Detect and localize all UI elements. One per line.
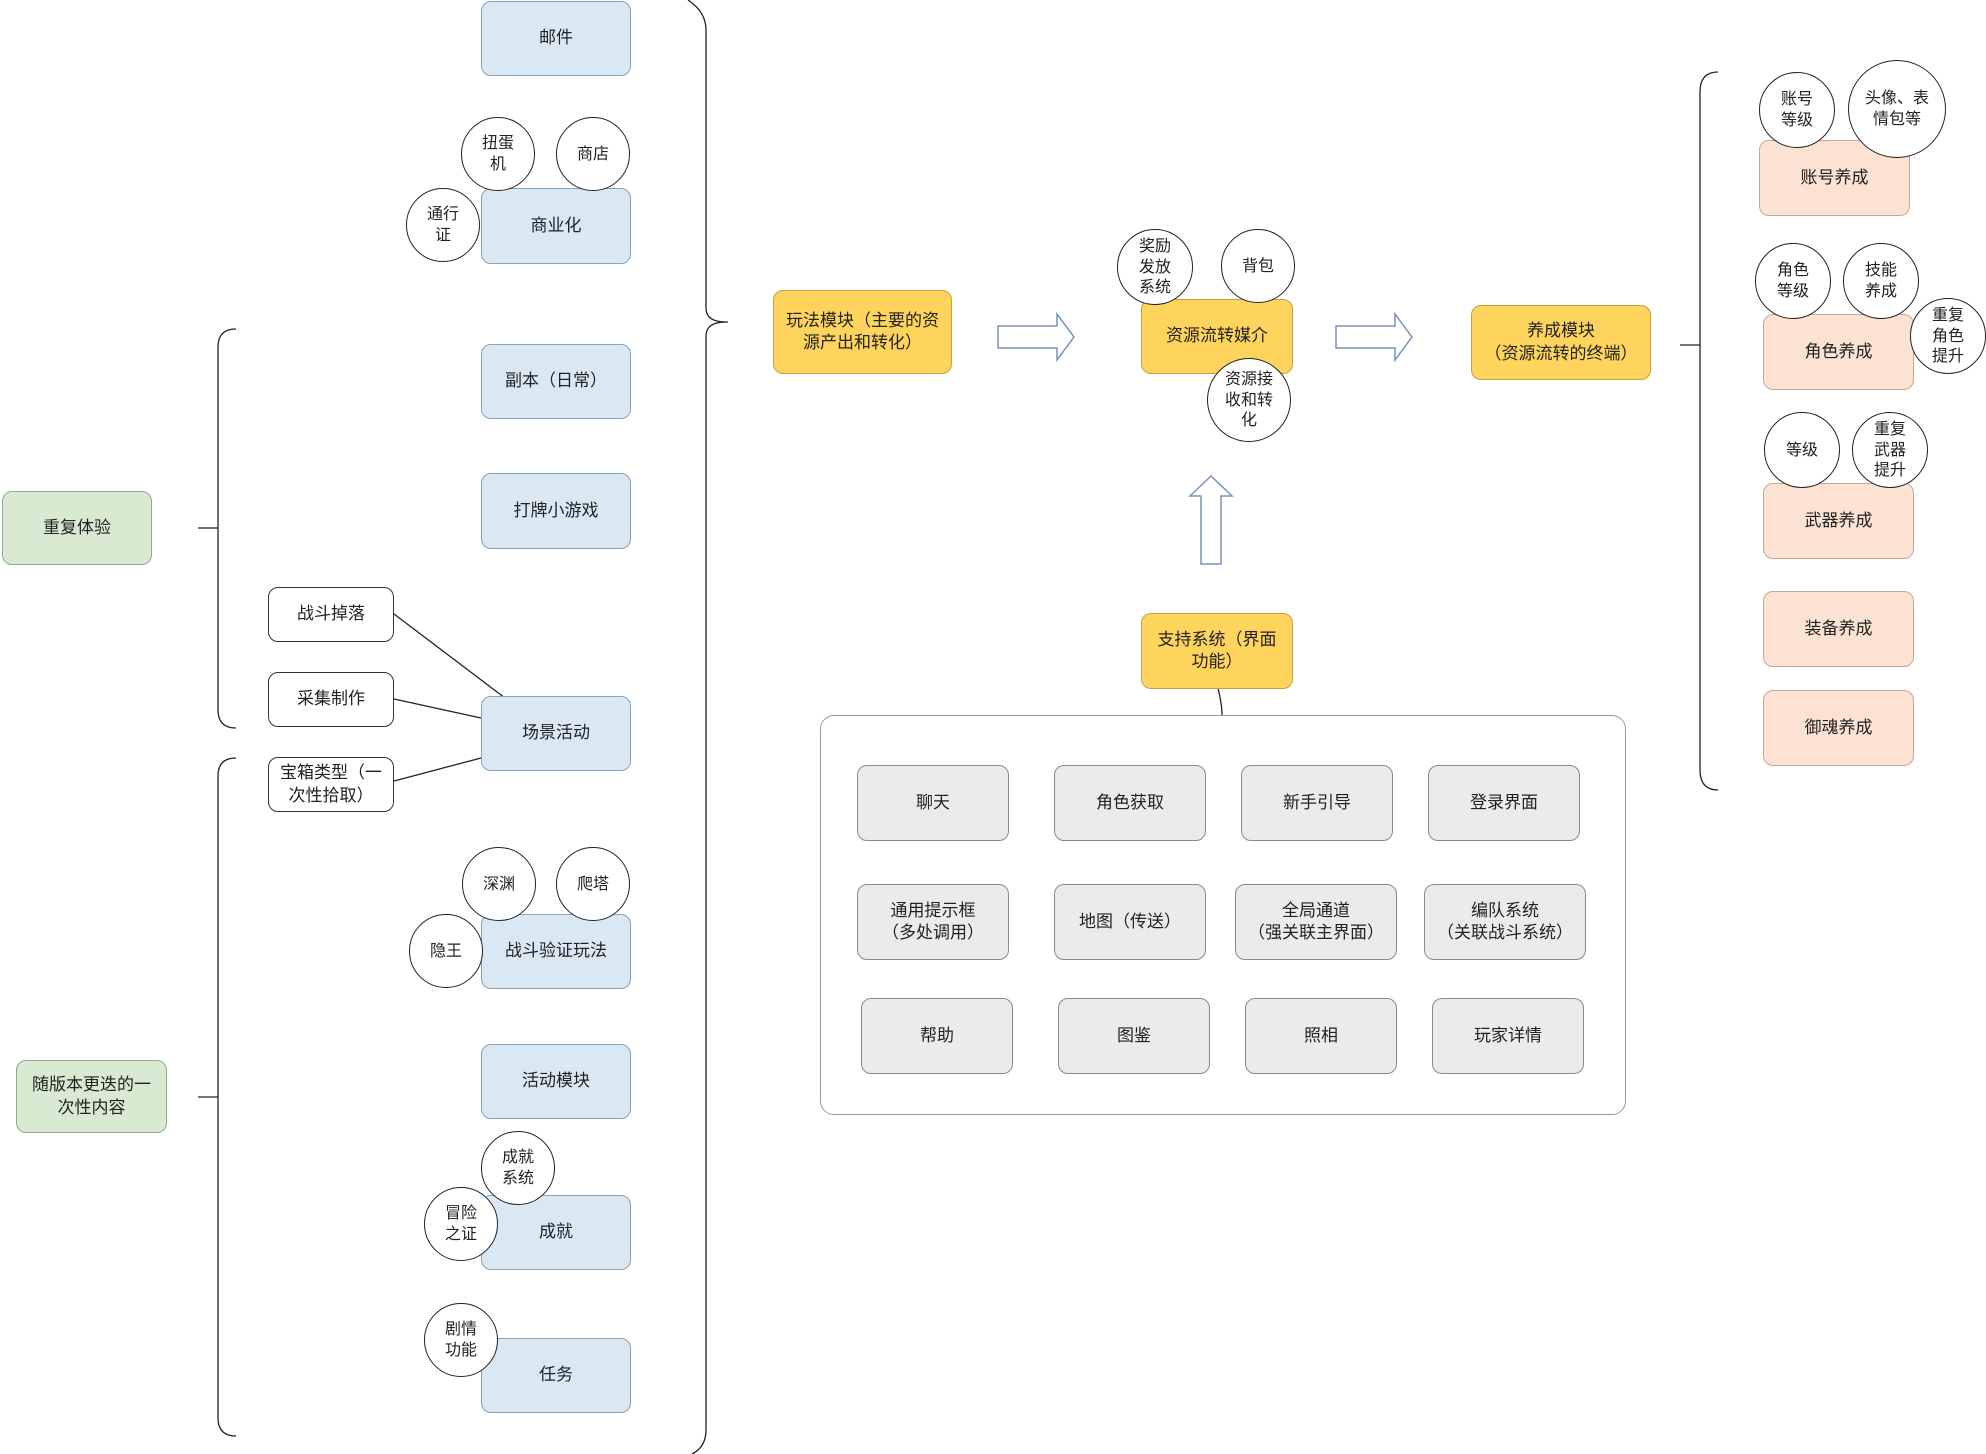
avatar-emoji-circle: 头像、表 情包等 bbox=[1848, 60, 1946, 158]
story-circle: 剧情 功能 bbox=[424, 1303, 498, 1377]
mail-box: 邮件 bbox=[481, 1, 631, 76]
dup-weapon-circle: 重复 武器 提升 bbox=[1852, 412, 1928, 488]
support-item-tutorial: 新手引导 bbox=[1241, 765, 1393, 841]
repeat-brace bbox=[217, 328, 237, 729]
weapon-growth-box: 武器养成 bbox=[1763, 483, 1914, 559]
support-link bbox=[1217, 687, 1223, 716]
abyss-circle: 深渊 bbox=[462, 847, 536, 921]
account-level-circle: 账号 等级 bbox=[1759, 72, 1835, 148]
character-growth-box: 角色养成 bbox=[1763, 314, 1914, 390]
shop-circle: 商店 bbox=[556, 117, 630, 191]
card-game-box: 打牌小游戏 bbox=[481, 473, 631, 549]
battle-drop-box: 战斗掉落 bbox=[268, 587, 394, 642]
play-module-box: 玩法模块（主要的资 源产出和转化） bbox=[773, 290, 952, 374]
right-brace bbox=[1699, 71, 1719, 791]
quest-box: 任务 bbox=[481, 1338, 631, 1413]
support-item-photo: 照相 bbox=[1245, 998, 1397, 1074]
big-brace bbox=[687, 0, 727, 1454]
growth-module-box: 养成模块 （资源流转的终端） bbox=[1471, 305, 1651, 380]
arrow-support-to-medium bbox=[1188, 474, 1234, 565]
gather-box: 采集制作 bbox=[268, 672, 394, 727]
dungeon-box: 副本（日常） bbox=[481, 344, 631, 419]
support-item-player-detail: 玩家详情 bbox=[1432, 998, 1584, 1074]
onetime-brace bbox=[217, 757, 237, 1437]
support-item-prompt: 通用提示框 （多处调用） bbox=[857, 884, 1009, 960]
tower-circle: 爬塔 bbox=[556, 847, 630, 921]
soul-growth-box: 御魂养成 bbox=[1763, 690, 1914, 766]
onetime-content-box: 随版本更迭的一 次性内容 bbox=[16, 1060, 167, 1133]
chest-link bbox=[393, 757, 482, 782]
resource-convert-circle: 资源接 收和转 化 bbox=[1207, 358, 1291, 442]
repeat-experience-box: 重复体验 bbox=[2, 491, 152, 565]
adventure-cert-circle: 冒险 之证 bbox=[424, 1187, 498, 1261]
hidden-boss-circle: 隐王 bbox=[409, 914, 483, 988]
pass-circle: 通行 证 bbox=[406, 188, 480, 262]
support-item-map: 地图（传送） bbox=[1054, 884, 1206, 960]
arrow-play-to-medium bbox=[997, 311, 1075, 363]
dup-character-circle: 重复 角色 提升 bbox=[1910, 298, 1986, 374]
support-item-chat: 聊天 bbox=[857, 765, 1009, 841]
battle-drop-link bbox=[393, 613, 506, 699]
support-item-character-acquire: 角色获取 bbox=[1054, 765, 1206, 841]
bag-circle: 背包 bbox=[1221, 229, 1295, 303]
character-level-circle: 角色 等级 bbox=[1755, 243, 1831, 319]
achievement-box: 成就 bbox=[481, 1195, 631, 1270]
support-item-global-channel: 全局通道 （强关联主界面） bbox=[1235, 884, 1397, 960]
equipment-growth-box: 装备养成 bbox=[1763, 591, 1914, 667]
support-item-codex: 图鉴 bbox=[1058, 998, 1210, 1074]
battle-verify-box: 战斗验证玩法 bbox=[481, 914, 631, 989]
activity-box: 活动模块 bbox=[481, 1044, 631, 1119]
support-item-team: 编队系统 （关联战斗系统） bbox=[1424, 884, 1586, 960]
chest-box: 宝箱类型（一 次性拾取） bbox=[268, 757, 394, 812]
support-item-help: 帮助 bbox=[861, 998, 1013, 1074]
scene-activity-box: 场景活动 bbox=[481, 696, 631, 771]
arrow-medium-to-growth bbox=[1335, 311, 1413, 363]
support-item-login: 登录界面 bbox=[1428, 765, 1580, 841]
support-system-box: 支持系统（界面 功能） bbox=[1141, 613, 1293, 689]
gather-link bbox=[393, 698, 482, 719]
weapon-level-circle: 等级 bbox=[1764, 412, 1840, 488]
skill-growth-circle: 技能 养成 bbox=[1843, 243, 1919, 319]
achievement-system-circle: 成就 系统 bbox=[481, 1131, 555, 1205]
commerce-box: 商业化 bbox=[481, 188, 631, 264]
gacha-circle: 扭蛋 机 bbox=[461, 117, 535, 191]
reward-system-circle: 奖励 发放 系统 bbox=[1117, 229, 1193, 305]
